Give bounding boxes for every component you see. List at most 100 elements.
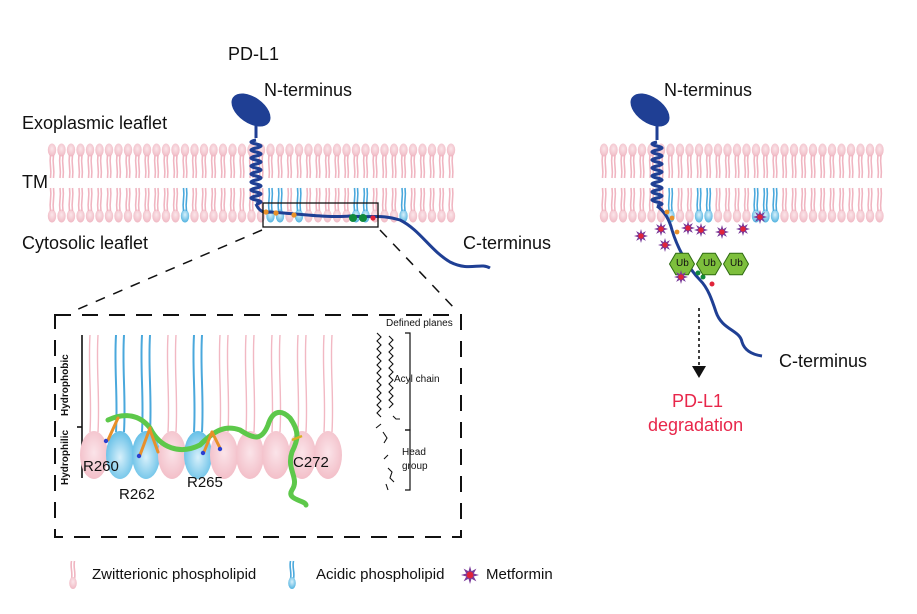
zwitterionic-phospholipid: [609, 143, 618, 179]
degradation-label-line1: PD-L1: [672, 391, 724, 411]
zwitterionic-phospholipid: [789, 187, 799, 223]
zwitterionic-phospholipid: [437, 143, 446, 179]
metformin-molecule: [654, 222, 668, 236]
zwitterionic-phospholipid: [437, 187, 446, 223]
zoom-guide-left: [75, 229, 263, 311]
zwitterionic-phospholipid: [123, 143, 133, 179]
zwitterionic-phospholipid: [875, 143, 884, 179]
zwitterionic-phospholipid: [66, 187, 76, 223]
zwitterionic-phospholipid: [723, 143, 732, 179]
zwitterionic-phospholipid: [361, 143, 370, 179]
zwitterionic-phospholipid: [618, 143, 628, 179]
zwitterionic-phospholipid: [742, 187, 751, 223]
legend-zwitterionic-label: Zwitterionic phospholipid: [92, 566, 257, 583]
zwitterionic-phospholipid: [47, 187, 57, 223]
metformin-molecule: [634, 229, 648, 243]
zwitterionic-phospholipid: [285, 187, 294, 223]
right-cytoplasmic-tail: [656, 204, 763, 358]
arginine-side-chain: [106, 416, 120, 442]
zwitterionic-phospholipid: [76, 187, 85, 223]
exoplasmic-leaflet-label: Exoplasmic leaflet: [22, 113, 168, 133]
zwitterionic-phospholipid: [751, 143, 761, 179]
arginine-marker: [273, 210, 279, 216]
residue-r262-label: R262: [119, 486, 155, 503]
metformin-icon: [461, 566, 479, 584]
zwitterionic-phospholipid: [856, 187, 865, 223]
ubiquitin-tag-2: [695, 252, 723, 276]
zwitterionic-phospholipid: [446, 187, 456, 223]
zwitterionic-phospholipid: [446, 143, 456, 179]
zwitterionic-phospholipid: [599, 143, 609, 179]
membrane-bilayer-right: [599, 143, 884, 223]
right-transmembrane-helix: [650, 140, 664, 208]
zwitterionic-phospholipid: [304, 143, 313, 179]
zwitterionic-phospholipid: [237, 187, 247, 223]
zwitterionic-phospholipid: [285, 143, 294, 179]
inset-zwitterionic-phospholipid: [314, 334, 342, 479]
acidic-phospholipid: [275, 187, 285, 223]
zwitterionic-phospholipid: [171, 187, 180, 223]
tm-label: TM: [22, 172, 48, 192]
zwitterionic-phospholipid: [875, 187, 884, 223]
zwitterionic-phospholipid: [609, 187, 618, 223]
zwitterionic-phospholipid: [408, 143, 418, 179]
acidic-phospholipid: [294, 187, 304, 223]
zwitterionic-phospholipid: [742, 143, 751, 179]
arginine-side-chain: [138, 426, 152, 457]
zwitterionic-phospholipid: [76, 143, 85, 179]
head-group-bracket: [405, 429, 411, 491]
zwitterionic-phospholipid: [95, 143, 104, 179]
defined-planes-label: Defined planes: [386, 318, 453, 329]
inset-zwitterionic-phospholipid: [210, 334, 238, 479]
zwitterionic-phospholipid: [142, 143, 152, 179]
zwitterionic-phospholipid: [827, 187, 837, 223]
zwitterionic-phospholipid: [199, 143, 209, 179]
zwitterionic-phospholipid: [808, 187, 818, 223]
zwitterionic-phospholipid-icon: [69, 560, 77, 589]
arginine-marker: [291, 212, 297, 218]
zwitterionic-phospholipid: [57, 187, 66, 223]
residue-r265-label: R265: [187, 474, 223, 491]
inset-zwitterionic-phospholipid: [236, 334, 264, 479]
zwitterionic-phospholipid: [323, 143, 332, 179]
right-c-terminus-label: C-terminus: [779, 351, 868, 371]
zwitterionic-phospholipid: [114, 143, 123, 179]
left-c-terminus-label: C-terminus: [463, 233, 552, 253]
zwitterionic-phospholipid: [713, 187, 723, 223]
inset-acidic-phospholipid: [132, 334, 160, 479]
zwitterionic-phospholipid: [418, 143, 427, 179]
zwitterionic-phospholipid: [732, 143, 742, 179]
metformin-molecule: [715, 225, 729, 239]
zwitterionic-phospholipid: [675, 187, 685, 223]
zwitterionic-phospholipid: [57, 143, 66, 179]
inset-frame: [54, 314, 462, 538]
zwitterionic-phospholipid: [114, 187, 123, 223]
zwitterionic-phospholipid: [351, 143, 361, 179]
zwitterionic-phospholipid: [180, 143, 190, 179]
nitrogen-atom: [217, 446, 223, 452]
green-residue-marker: [700, 274, 706, 280]
zwitterionic-phospholipid: [761, 143, 770, 179]
zwitterionic-phospholipid: [846, 187, 856, 223]
degradation-label-line2: degradation: [648, 415, 744, 435]
zwitterionic-phospholipid: [209, 187, 218, 223]
inset-zwitterionic-phospholipid: [158, 334, 186, 479]
zwitterionic-phospholipid: [418, 187, 427, 223]
arginine-marker: [664, 209, 670, 215]
hydrophobic-axis-label: Hydrophobic: [60, 354, 71, 416]
zwitterionic-phospholipid: [704, 143, 713, 179]
metformin-molecule: [658, 238, 672, 252]
zwitterionic-phospholipid: [408, 187, 418, 223]
head-group-label-line2: group: [402, 461, 428, 472]
zwitterionic-phospholipid: [104, 143, 114, 179]
right-extracellular-domain: [630, 93, 670, 127]
zwitterionic-phospholipid: [846, 143, 856, 179]
zwitterionic-phospholipid: [133, 187, 142, 223]
metformin-molecule: [736, 222, 750, 236]
zwitterionic-phospholipid: [123, 187, 133, 223]
zwitterionic-phospholipid: [304, 187, 313, 223]
residue-r260-label: R260: [83, 458, 119, 475]
zwitterionic-phospholipid: [770, 143, 780, 179]
metformin-molecule: [681, 221, 695, 235]
head-group-label-line1: Head: [402, 447, 426, 458]
